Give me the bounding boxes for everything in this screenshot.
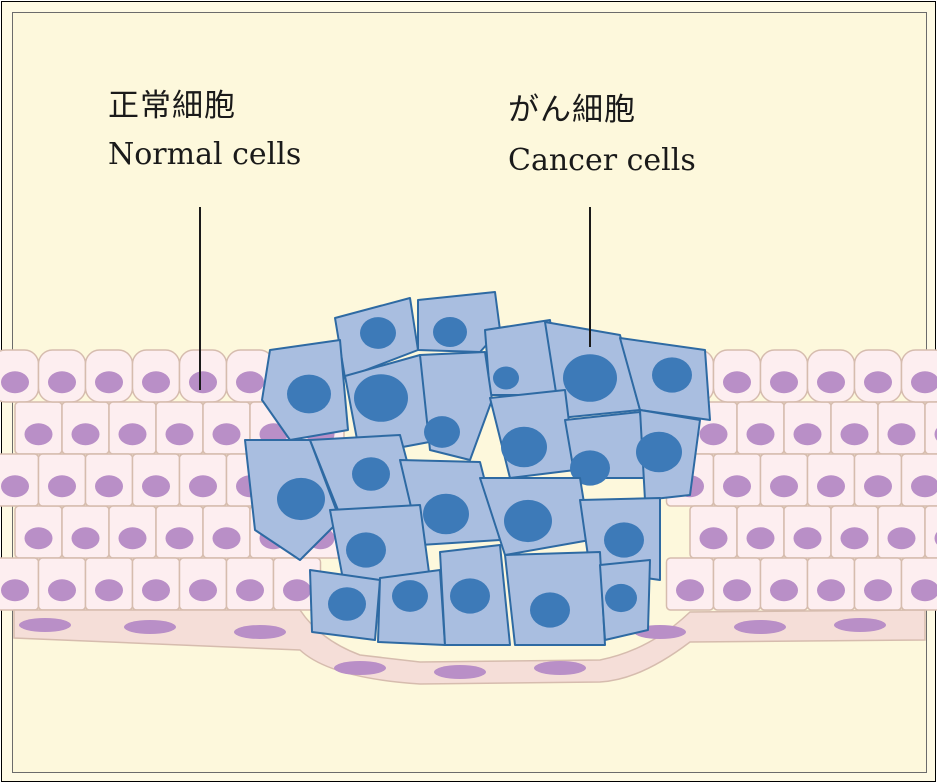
normal-cell-nucleus — [770, 371, 798, 394]
cancer-cell-nucleus — [352, 457, 390, 491]
basal-cell-nucleus — [534, 661, 586, 675]
normal-cell-nucleus — [142, 579, 170, 602]
normal-cell-nucleus — [118, 423, 147, 446]
normal-cell-nucleus — [793, 527, 822, 550]
normal-cell-nucleus — [934, 427, 937, 441]
basal-cell-nucleus — [834, 618, 886, 632]
normal-cell-nucleus — [1, 371, 29, 394]
normal-cell-nucleus — [48, 475, 76, 498]
normal-cell-nucleus — [71, 423, 100, 446]
normal-cell-nucleus — [887, 527, 916, 550]
basal-cell-nucleus — [434, 665, 486, 679]
cancer-cell-nucleus — [504, 499, 552, 543]
cancer-cell-nucleus — [392, 580, 428, 612]
normal-cell — [924, 401, 937, 455]
cancer-cell-nucleus — [605, 583, 637, 613]
cancer-cell-nucleus — [433, 317, 467, 347]
normal-cell-nucleus — [24, 423, 53, 446]
normal-cell-nucleus — [165, 527, 194, 550]
normal-cell-nucleus — [118, 527, 147, 550]
cancer-cell-nucleus — [360, 317, 396, 349]
normal-cell-nucleus — [189, 475, 217, 498]
normal-cell-nucleus — [142, 475, 170, 498]
normal-cell-nucleus — [934, 531, 937, 545]
normal-cell-nucleus — [911, 579, 937, 602]
normal-cell-nucleus — [723, 475, 751, 498]
normal-cell-nucleus — [864, 371, 892, 394]
cancer-cell-nucleus — [501, 426, 547, 468]
cancer-cells-label-en: Cancer cells — [508, 143, 696, 178]
normal-cell-nucleus — [95, 371, 123, 394]
normal-cell-nucleus — [770, 475, 798, 498]
cancer-cell-nucleus — [450, 578, 490, 614]
cancer-cell-nucleus — [423, 493, 469, 535]
normal-cell-nucleus — [840, 527, 869, 550]
normal-cell-nucleus — [236, 579, 264, 602]
normal-cell-nucleus — [817, 475, 845, 498]
normal-cell-nucleus — [48, 371, 76, 394]
normal-cell-nucleus — [887, 423, 916, 446]
normal-cell-nucleus — [699, 527, 728, 550]
basal-cell-nucleus — [234, 625, 286, 639]
normal-cell-nucleus — [1, 579, 29, 602]
normal-cell — [924, 505, 937, 559]
normal-cell-nucleus — [212, 527, 241, 550]
cancer-cell-nucleus — [346, 532, 386, 568]
normal-cell-nucleus — [71, 527, 100, 550]
normal-cell-nucleus — [283, 579, 311, 602]
cancer-cluster — [244, 291, 711, 646]
normal-cell-nucleus — [793, 423, 822, 446]
normal-cell-nucleus — [723, 371, 751, 394]
basal-cell-nucleus — [19, 618, 71, 632]
normal-cell-nucleus — [911, 371, 937, 394]
normal-cell-nucleus — [95, 475, 123, 498]
normal-cell-nucleus — [699, 423, 728, 446]
cancer-cell-nucleus — [328, 587, 366, 621]
cancer-cell-nucleus — [604, 522, 644, 558]
normal-cell-nucleus — [189, 371, 217, 394]
normal-cell-nucleus — [864, 579, 892, 602]
normal-cell-nucleus — [817, 579, 845, 602]
cancer-cells-label-ja: がん細胞 — [508, 92, 636, 128]
normal-cell-nucleus — [142, 371, 170, 394]
normal-cells-label-ja: 正常細胞 — [108, 88, 236, 124]
normal-cell-nucleus — [189, 579, 217, 602]
cancer-cell-nucleus — [424, 416, 460, 448]
basal-cell-nucleus — [734, 620, 786, 634]
basal-cell-nucleus — [334, 661, 386, 675]
normal-cell-nucleus — [746, 527, 775, 550]
normal-cell-nucleus — [911, 475, 937, 498]
normal-cell-nucleus — [48, 579, 76, 602]
normal-cell-nucleus — [817, 371, 845, 394]
normal-cell-nucleus — [236, 371, 264, 394]
normal-cells-leader-line — [199, 207, 201, 390]
cancer-cell-nucleus — [570, 450, 610, 486]
normal-cell-nucleus — [212, 423, 241, 446]
basal-cell-nucleus — [124, 620, 176, 634]
cancer-cell-nucleus — [277, 477, 325, 521]
cancer-cell-nucleus — [652, 357, 692, 393]
cancer-cell-nucleus — [354, 374, 408, 422]
normal-cell-nucleus — [95, 579, 123, 602]
normal-cell-nucleus — [24, 527, 53, 550]
normal-cell-nucleus — [770, 579, 798, 602]
normal-cell-nucleus — [723, 579, 751, 602]
cancer-cell-nucleus — [493, 366, 519, 390]
basal-layer — [13, 609, 926, 685]
normal-cell-nucleus — [746, 423, 775, 446]
cancer-cell-nucleus — [563, 354, 617, 402]
normal-cell-nucleus — [676, 579, 704, 602]
normal-cell-nucleus — [165, 423, 194, 446]
cancer-cell-nucleus — [287, 374, 331, 414]
normal-cells-label-en: Normal cells — [108, 137, 302, 172]
cancer-cell-nucleus — [530, 592, 570, 628]
normal-cell-nucleus — [1, 475, 29, 498]
cancer-cell-nucleus — [636, 431, 682, 473]
normal-cell-nucleus — [840, 423, 869, 446]
normal-cell-nucleus — [864, 475, 892, 498]
cancer-cells-leader-line — [589, 207, 591, 347]
